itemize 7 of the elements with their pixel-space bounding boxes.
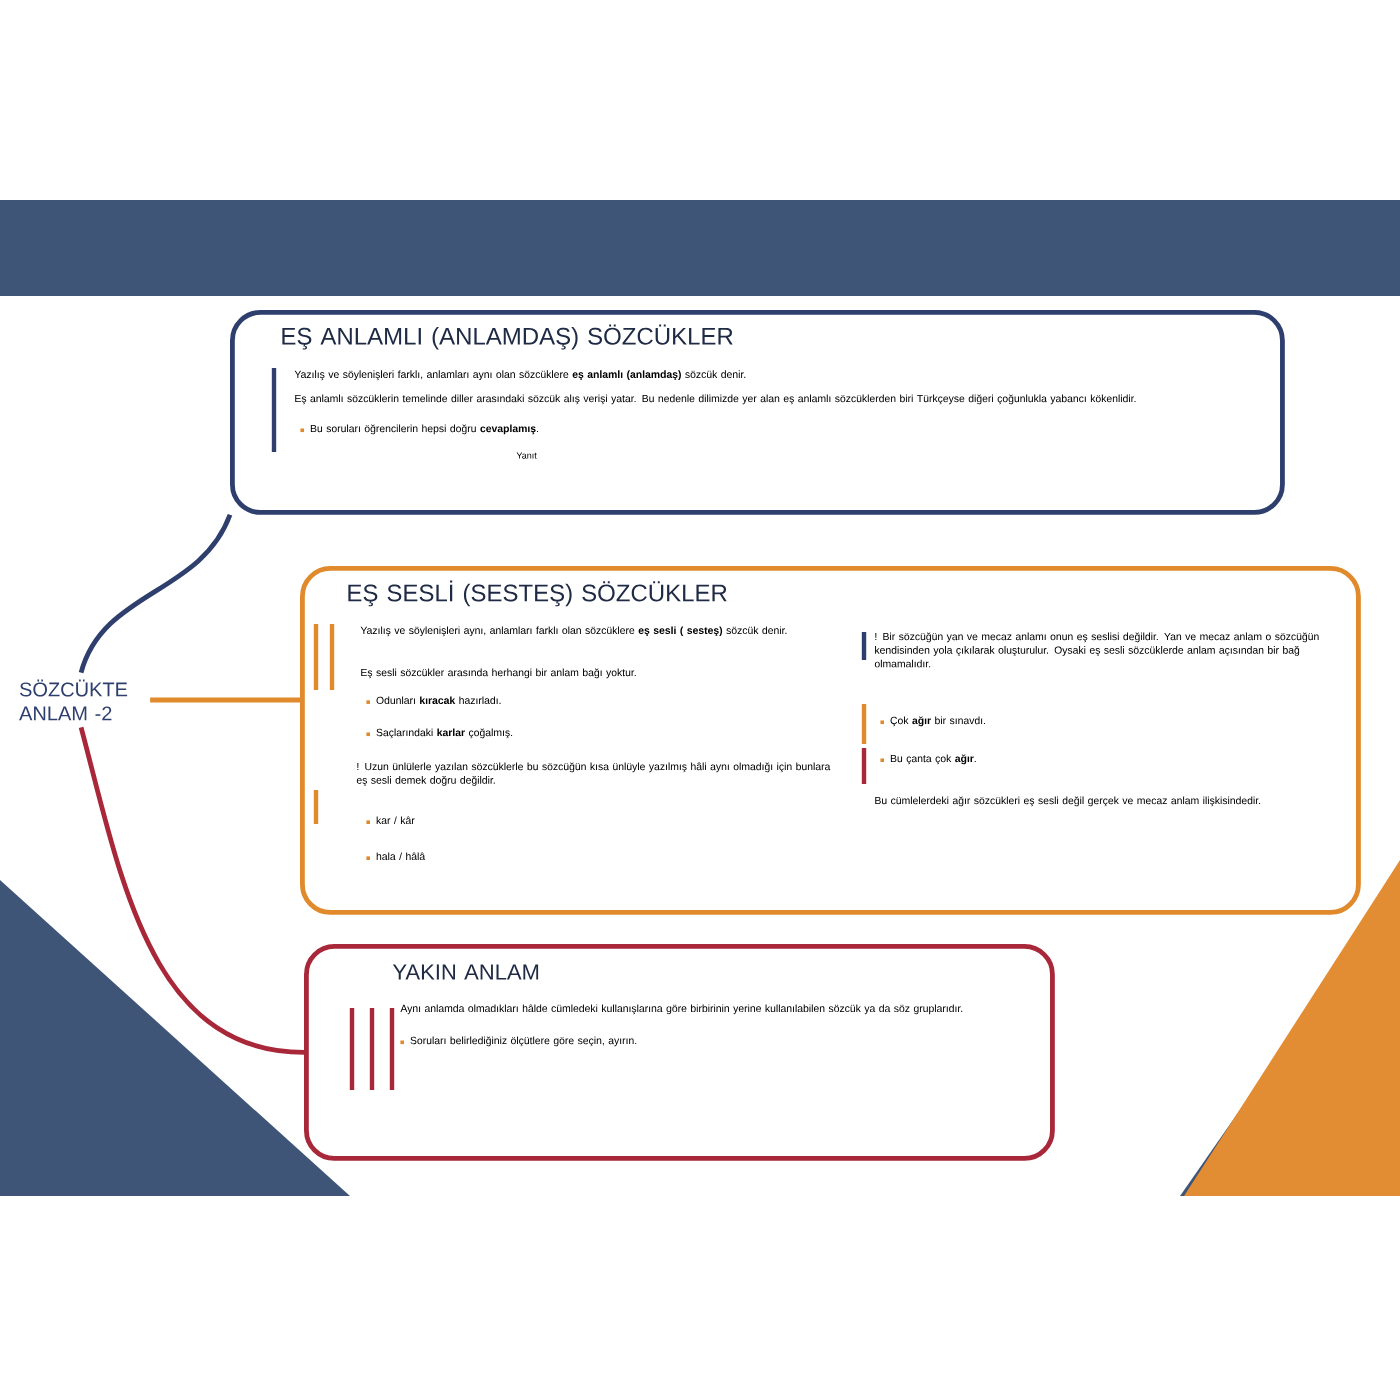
heading: YAKIN ANLAM (392, 964, 539, 980)
heading: EŞ ANLAMLI (ANLAMDAŞ) SÖZCÜKLER (282, 324, 733, 350)
connector-line (78, 513, 233, 674)
title-text: SÖZCÜKTE ANLAM -2 (19, 679, 128, 721)
connector-line (78, 726, 305, 1055)
connector-line (150, 697, 300, 703)
heading: EŞ SESLİ (SESTEŞ) SÖZCÜKLER (348, 580, 727, 607)
